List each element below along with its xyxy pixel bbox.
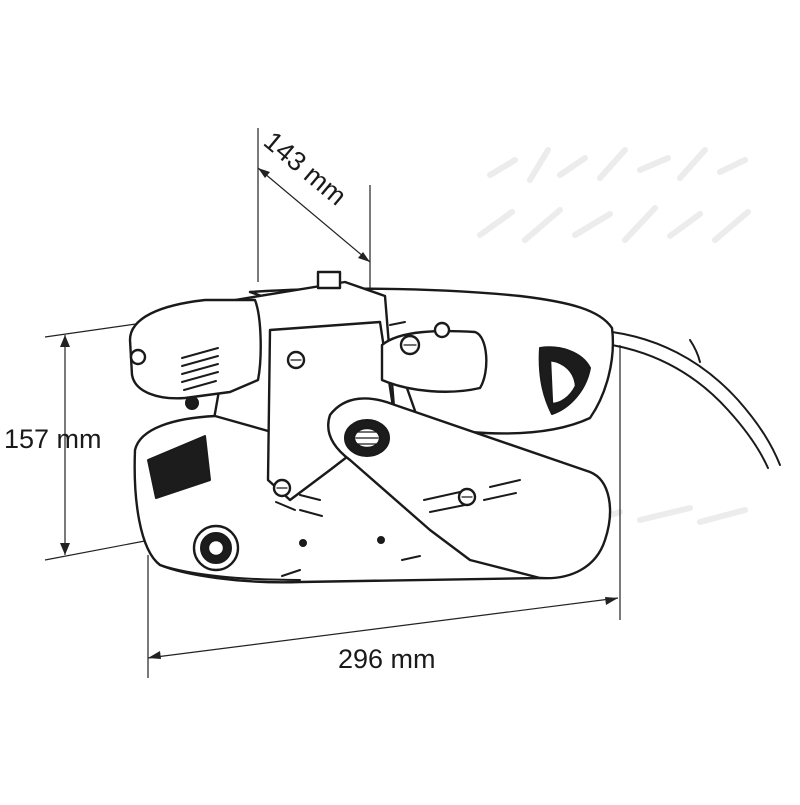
depth-label: 143 mm <box>258 126 352 212</box>
depth-dimension-line <box>257 167 371 263</box>
front-knob <box>192 524 240 572</box>
length-label: 296 mm <box>338 644 436 674</box>
length-dimension-line <box>147 597 619 659</box>
grille-vents <box>181 347 219 391</box>
height-arrow-end <box>60 543 70 555</box>
sander-drawing <box>128 270 781 584</box>
depth-arrow-start <box>258 168 270 178</box>
height-extension-top <box>44 321 151 338</box>
front-grille-housing <box>128 298 262 400</box>
depth-arrow-end <box>358 252 370 262</box>
height-arrow-start <box>60 335 70 347</box>
length-arrow-start <box>148 651 161 659</box>
height-label: 157 mm <box>4 424 102 454</box>
length-arrow-end <box>605 597 618 605</box>
power-cord <box>611 331 781 466</box>
front-roller-cover <box>147 435 211 499</box>
dimension-lines <box>44 128 621 678</box>
belt-tension-lever <box>380 329 488 393</box>
height-extension-bottom <box>44 539 151 561</box>
